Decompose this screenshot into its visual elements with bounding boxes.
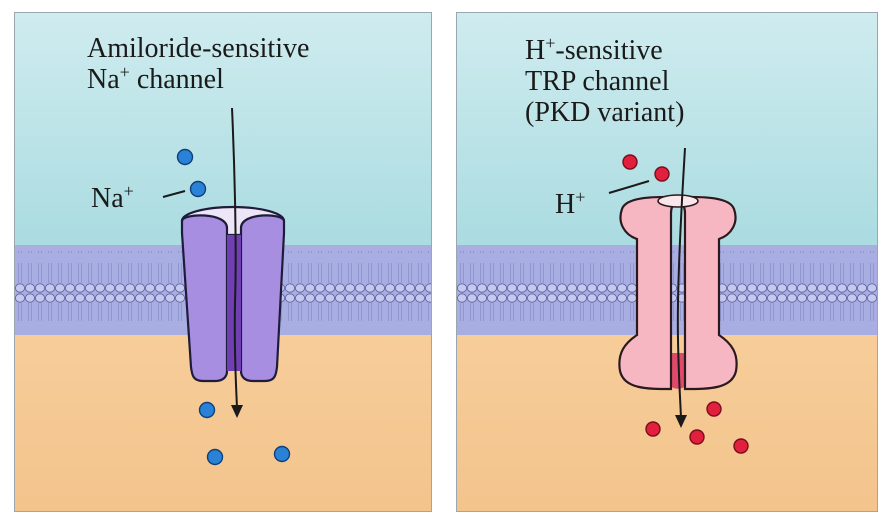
- amiloride-channel-panel: Amiloride-sensitive Na+ channel Na+: [14, 12, 432, 512]
- left-panel-illustration: [15, 13, 431, 511]
- arrow-head: [675, 415, 687, 428]
- h-label-leader: [608, 180, 650, 194]
- na-ion-label: Na+: [91, 181, 134, 214]
- arrow-head: [231, 405, 243, 418]
- trp-channel-pkd-variant: [618, 194, 738, 391]
- na-ions: [176, 148, 291, 466]
- title-line-1: H+-sensitive: [525, 33, 663, 66]
- amiloride-channel-title: Amiloride-sensitive Na+ channel: [87, 33, 309, 95]
- amiloride-sensitive-na-channel: [180, 205, 286, 383]
- h-ion-label: H+: [555, 187, 586, 220]
- ion-path-arrow: [676, 147, 686, 419]
- na-label-leader: [162, 190, 186, 198]
- trp-channel-panel: H+-sensitive TRP channel (PKD variant) H…: [456, 12, 878, 512]
- trp-channel-title: H+-sensitive TRP channel (PKD variant): [525, 33, 685, 128]
- title-line-3: (PKD variant): [525, 97, 685, 128]
- h-ions: [622, 154, 749, 454]
- ion-path-arrow: [231, 107, 238, 409]
- title-line-1: Amiloride-sensitive: [87, 33, 310, 64]
- title-line-2: Na+ channel: [87, 62, 224, 95]
- title-line-2: TRP channel: [525, 66, 670, 97]
- right-panel-illustration: [457, 13, 877, 511]
